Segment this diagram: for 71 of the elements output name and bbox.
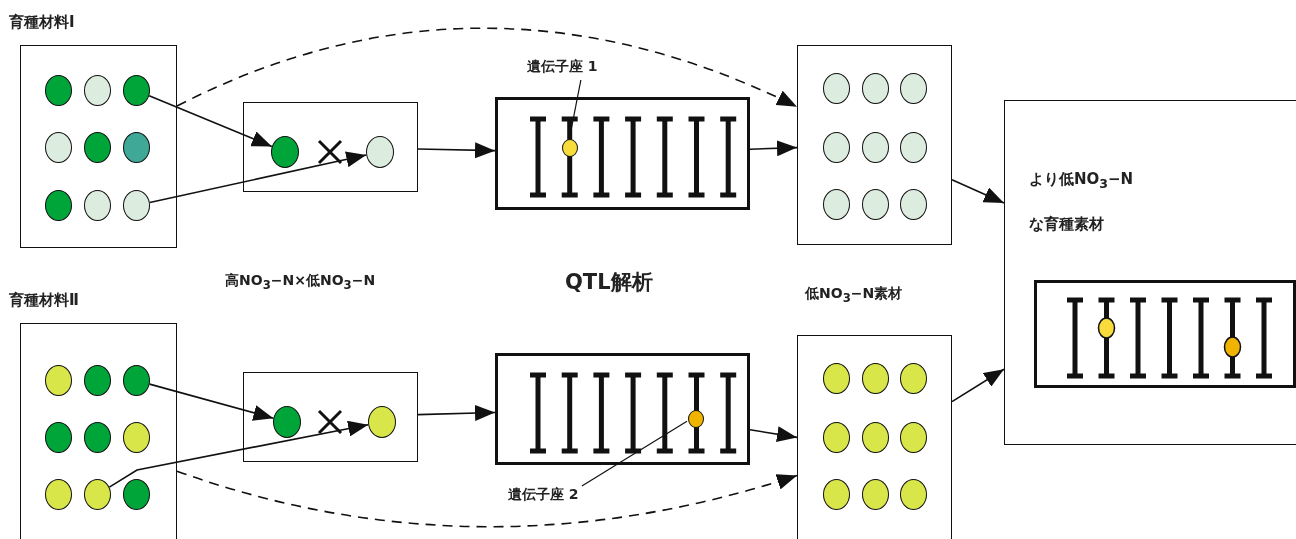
plant-circle <box>122 74 150 106</box>
plant-circle <box>83 421 111 453</box>
locus-dot <box>687 409 704 428</box>
plant-circle <box>899 421 927 453</box>
arrow <box>176 470 798 528</box>
plant-circle <box>861 131 889 163</box>
chromosome-box <box>495 97 750 210</box>
plant-circle <box>822 362 850 394</box>
locus-dot <box>561 138 578 157</box>
plant-circle <box>861 188 889 220</box>
arrow <box>176 27 798 108</box>
arrow <box>148 94 273 148</box>
chromosome-box <box>495 353 750 465</box>
result-box <box>1004 100 1296 445</box>
chromosome-box <box>1033 279 1296 388</box>
plant-circle <box>83 364 111 396</box>
plant-circle <box>899 362 927 394</box>
plant-circle <box>122 478 150 510</box>
plant-circle <box>899 72 927 104</box>
leader-line <box>581 420 688 487</box>
arrow <box>417 405 496 422</box>
group-heading: 育種材料Ⅰ <box>9 13 75 32</box>
plant-circle <box>83 189 111 221</box>
arrow <box>108 420 369 488</box>
plant-circle <box>83 478 111 510</box>
plant-circle <box>44 131 72 163</box>
arrow <box>417 142 496 159</box>
plant-circle <box>44 421 72 453</box>
arrow <box>951 368 1005 403</box>
plant-circle <box>861 362 889 394</box>
plant-circle <box>822 72 850 104</box>
plant-group-box <box>797 45 952 245</box>
plant-circle <box>861 72 889 104</box>
locus-label: 遺伝子座 1 <box>527 58 598 76</box>
plant-circle <box>83 74 111 106</box>
plant-circle <box>822 421 850 453</box>
plant-circle <box>861 478 889 510</box>
plant-circle <box>272 405 301 438</box>
plant-circle <box>822 478 850 510</box>
caption-label: 高NO$_{3}$−N×低NO$_{3}$−N <box>225 272 376 292</box>
arrow <box>749 140 798 157</box>
plant-circle <box>899 131 927 163</box>
caption-label: QTL解析 <box>565 269 653 296</box>
plant-circle <box>83 131 111 163</box>
plant-circle <box>365 135 394 168</box>
group-heading: 育種材料Ⅱ <box>9 291 79 310</box>
plant-circle <box>822 188 850 220</box>
arrow <box>749 426 798 443</box>
cross-box <box>243 372 418 462</box>
plant-circle <box>899 478 927 510</box>
arrow <box>951 178 1005 204</box>
plant-circle <box>44 364 72 396</box>
plant-circle <box>122 131 150 163</box>
caption-label: 低NO$_{3}$−N素材 <box>805 285 903 305</box>
plant-circle <box>44 478 72 510</box>
plant-circle <box>861 421 889 453</box>
plant-circle <box>899 188 927 220</box>
plant-circle <box>122 189 150 221</box>
plant-circle <box>822 131 850 163</box>
plant-circle <box>44 74 72 106</box>
plant-circle <box>44 189 72 221</box>
plant-group-box <box>797 335 952 539</box>
plant-circle <box>270 135 299 168</box>
cross-box <box>243 102 418 192</box>
result-heading: より低NO$_{3}$−Nな育種素材 <box>1029 169 1135 235</box>
plant-circle <box>122 421 150 453</box>
arrow <box>148 383 275 421</box>
plant-circle <box>122 364 150 396</box>
plant-circle <box>367 405 396 438</box>
arrow <box>148 151 368 204</box>
locus-label: 遺伝子座 2 <box>508 486 579 504</box>
